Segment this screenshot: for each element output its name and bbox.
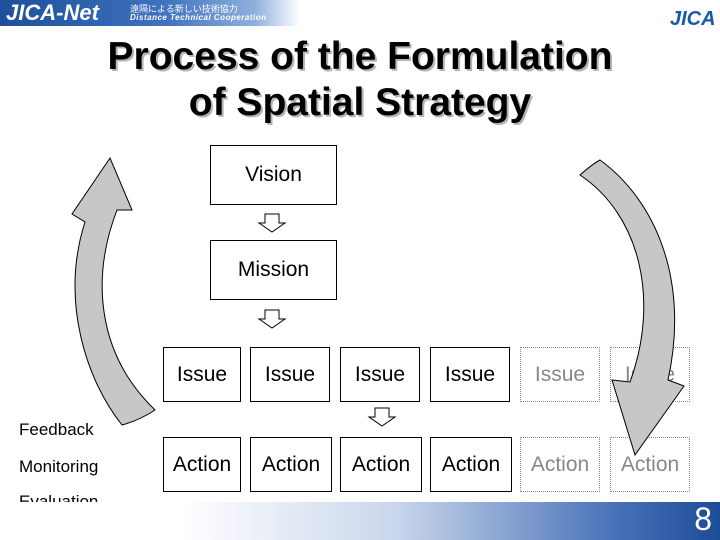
down-arrow-icon bbox=[367, 407, 397, 427]
feedback-label: Feedback bbox=[19, 420, 94, 439]
issue-label: Issue bbox=[444, 362, 496, 386]
issue-label: Issue bbox=[354, 362, 406, 386]
issue-label: Issue bbox=[264, 362, 316, 386]
curved-arrow-right-icon bbox=[579, 159, 685, 457]
action-box-6: Action bbox=[610, 437, 690, 492]
footer-bar bbox=[0, 502, 720, 540]
mission-label: Mission bbox=[237, 258, 310, 281]
issue-label: Issue bbox=[176, 362, 228, 386]
action-label: Action bbox=[441, 452, 501, 476]
mission-box: Mission bbox=[210, 240, 337, 300]
curved-arrow-left-icon bbox=[71, 156, 156, 426]
issue-box-4: Issue bbox=[430, 347, 510, 402]
page-number: 8 bbox=[694, 501, 712, 537]
title-line-2: of Spatial Strategy bbox=[188, 81, 532, 124]
action-box-4: Action bbox=[430, 437, 512, 492]
action-label: Action bbox=[261, 452, 321, 476]
down-arrow-icon bbox=[257, 309, 287, 329]
jica-net-logo: JICA-Net bbox=[6, 0, 99, 25]
slide-title: Process of the Formulation of Spatial St… bbox=[60, 34, 660, 126]
action-box-3: Action bbox=[340, 437, 422, 492]
action-label: Action bbox=[620, 452, 680, 476]
action-box-1: Action bbox=[163, 437, 241, 492]
action-box-2: Action bbox=[250, 437, 332, 492]
down-arrow-icon bbox=[257, 213, 287, 233]
vision-label: Vision bbox=[245, 163, 302, 186]
monitoring-label: Monitoring bbox=[19, 457, 99, 476]
header-banner: JICA-Net 遠隔による新しい技術協力 Distance Technical… bbox=[0, 0, 300, 26]
issue-box-5: Issue bbox=[520, 347, 600, 402]
action-label: Action bbox=[530, 452, 590, 476]
vision-box: Vision bbox=[210, 145, 337, 205]
issue-box-1: Issue bbox=[163, 347, 241, 402]
jica-corner-logo: JICA bbox=[670, 8, 716, 30]
action-box-5: Action bbox=[520, 437, 600, 492]
tagline-jp: 遠隔による新しい技術協力 bbox=[130, 5, 238, 15]
action-label: Action bbox=[172, 452, 232, 476]
title-line-1: Process of the Formulation bbox=[107, 35, 613, 78]
tagline-en: Distance Technical Cooperation bbox=[130, 13, 267, 22]
issue-box-2: Issue bbox=[250, 347, 330, 402]
issue-box-3: Issue bbox=[340, 347, 420, 402]
issue-label: Issue bbox=[534, 362, 586, 386]
action-label: Action bbox=[351, 452, 411, 476]
